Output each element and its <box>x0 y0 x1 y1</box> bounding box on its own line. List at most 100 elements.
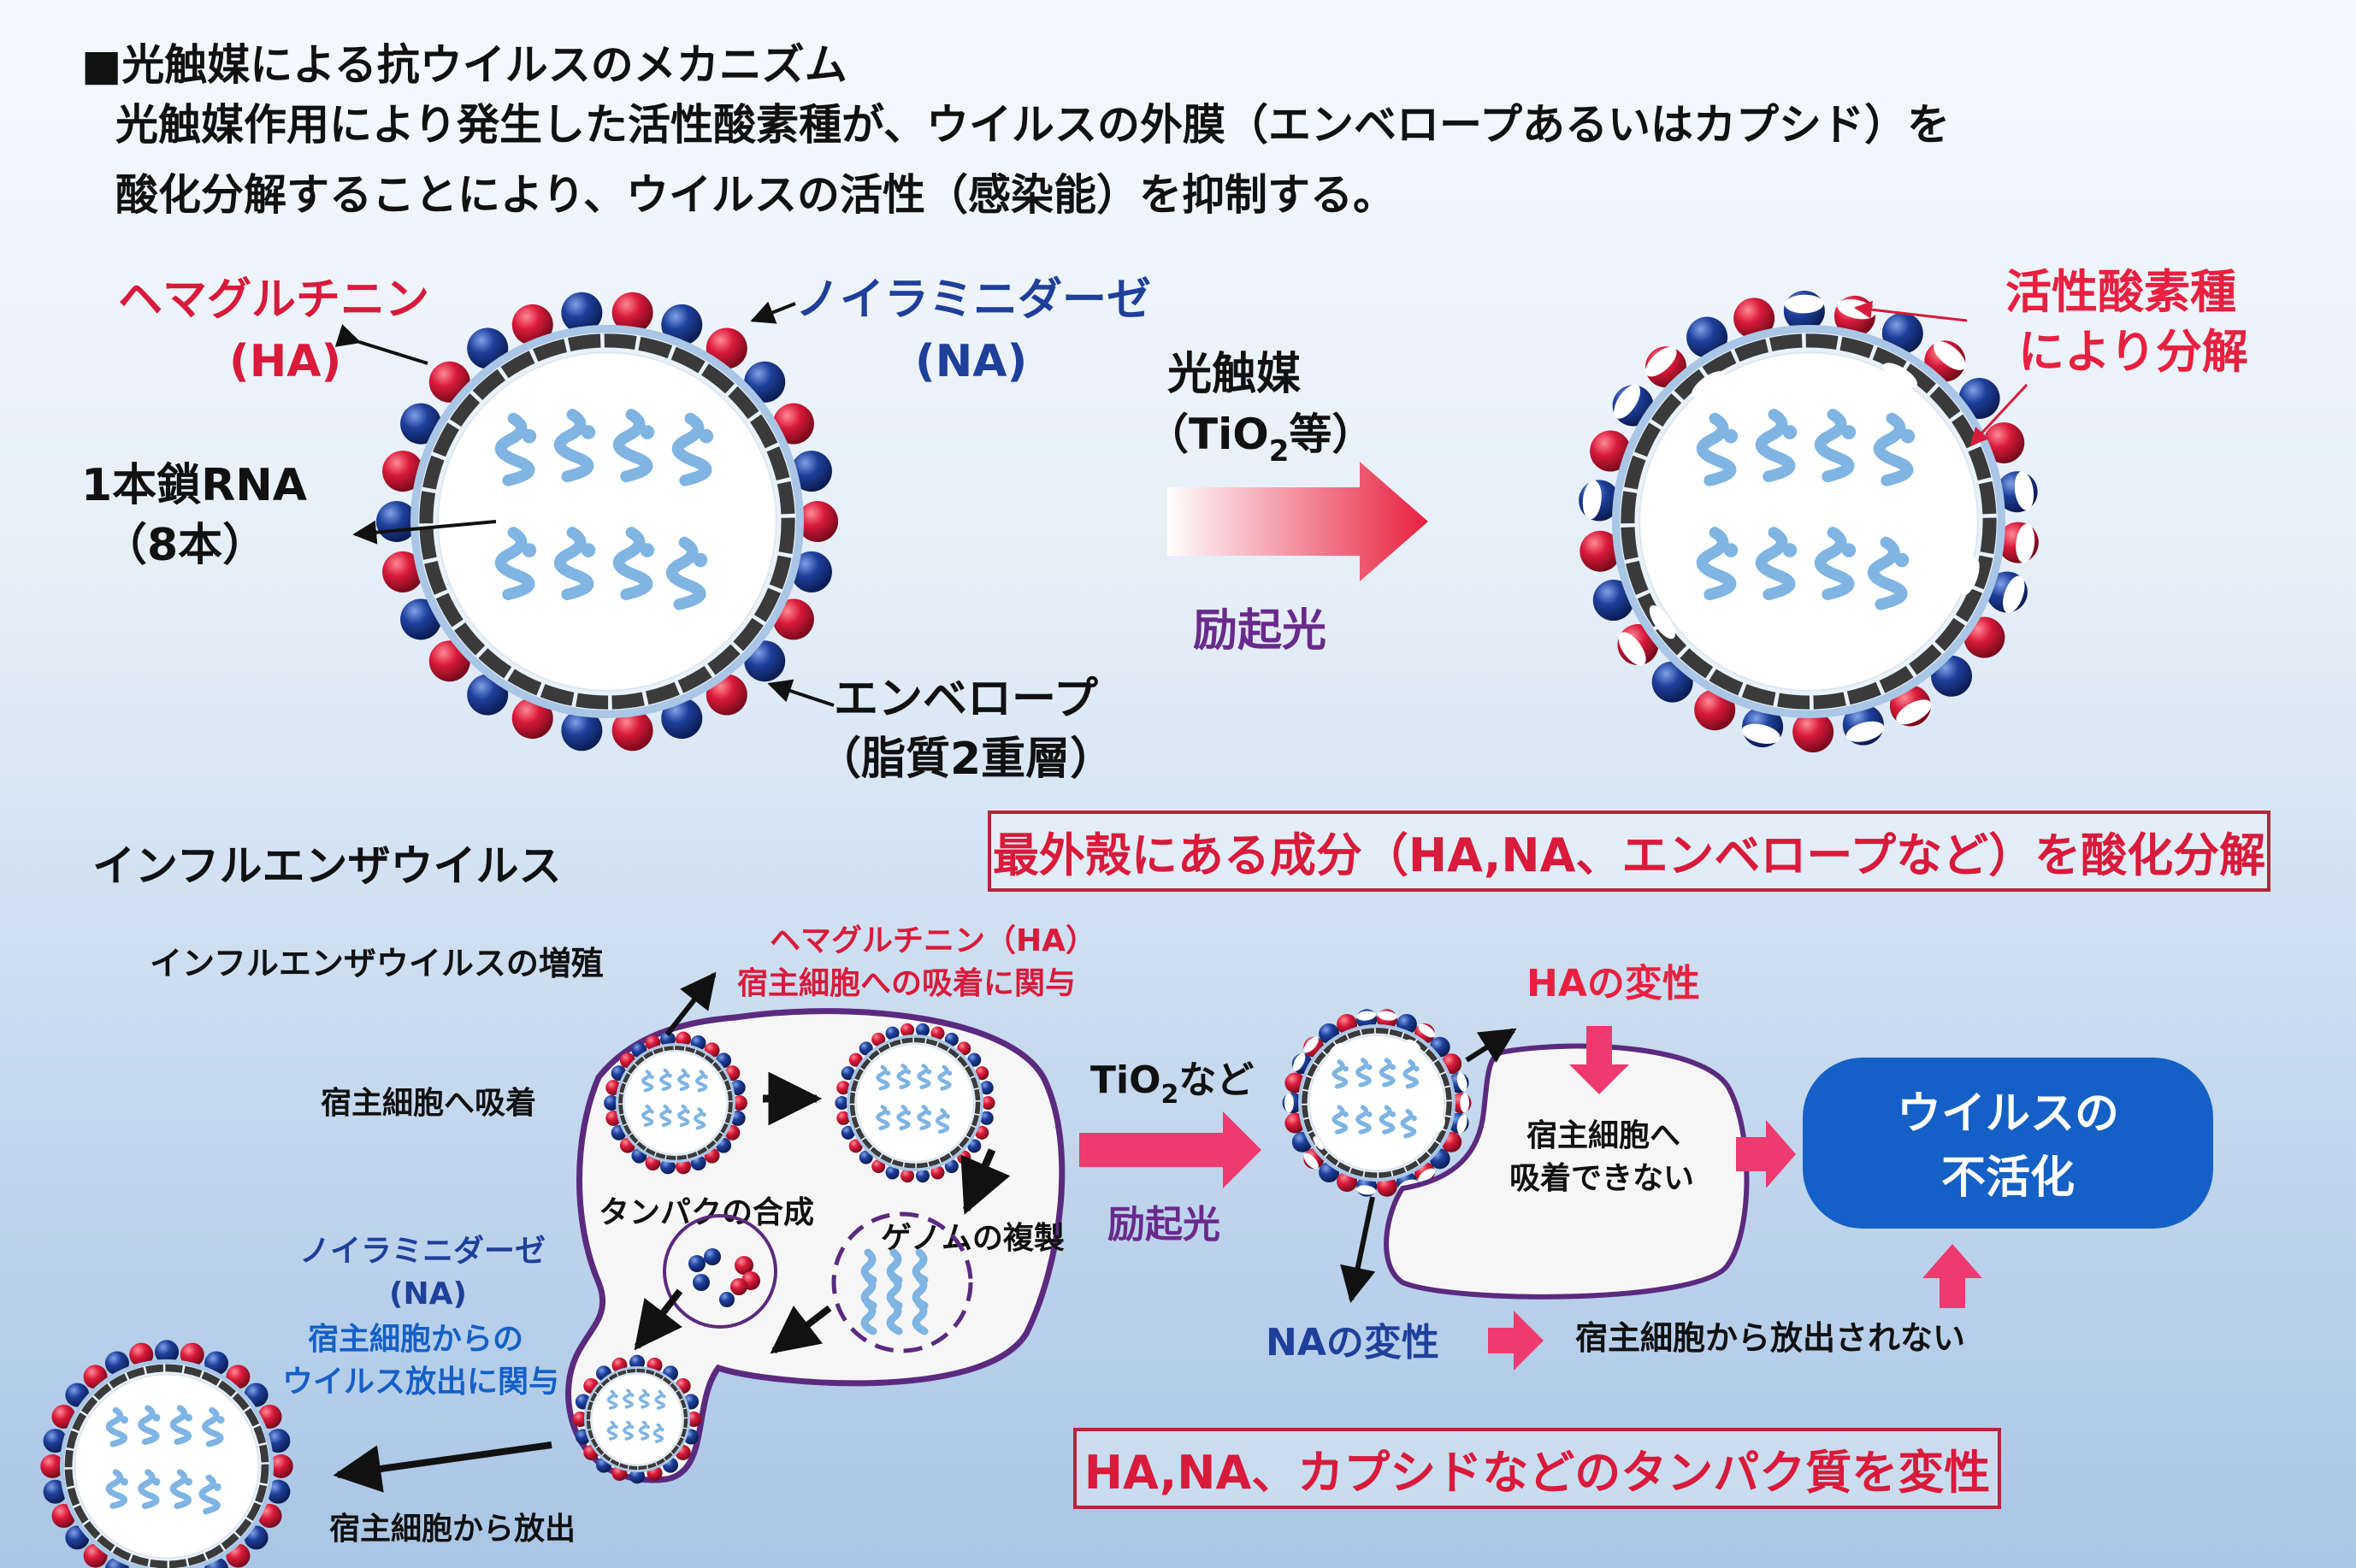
rna-node <box>1894 552 1910 568</box>
rna-node <box>693 552 708 568</box>
to-inactivation-arrow-2 <box>1922 1244 1982 1308</box>
rna-node <box>885 1070 891 1076</box>
na-spike <box>561 710 603 752</box>
rna-node <box>1366 1111 1373 1117</box>
na-spike <box>841 1125 855 1140</box>
rna-node <box>662 1394 666 1399</box>
ha-spike <box>1590 430 1632 472</box>
rna-node <box>522 543 537 557</box>
rna-strand <box>659 1068 672 1092</box>
ros-damage-mark <box>1741 723 1780 744</box>
rna-strand <box>896 1064 911 1090</box>
na-spike <box>944 1032 959 1046</box>
rna-node <box>947 1070 953 1076</box>
rna-strand <box>638 1420 650 1441</box>
na-spike <box>629 1468 645 1484</box>
rna-node <box>1841 543 1857 557</box>
rna-strand <box>860 1300 877 1335</box>
rna-strand <box>652 1423 664 1443</box>
rna-node <box>906 1069 912 1075</box>
ros-damage-mark <box>1618 632 1646 666</box>
catalyst-label: 光触媒 <box>1167 349 1302 400</box>
ha-abbr: (HA) <box>229 336 341 387</box>
virus-interior <box>1639 351 1979 692</box>
ros-damage-mark <box>1456 1072 1467 1092</box>
ha-spike <box>930 1165 945 1180</box>
na-spike <box>967 1139 982 1153</box>
ros-damage-mark <box>1784 294 1824 314</box>
rna-node <box>185 1477 192 1486</box>
rna-strand <box>606 1420 618 1441</box>
envelope-pointer <box>767 679 835 707</box>
na-spike <box>790 551 832 592</box>
rna-count: （8本） <box>103 520 267 571</box>
na-blocked-arrow <box>1340 1196 1376 1304</box>
envelope-break <box>1959 557 1980 596</box>
rna-strand <box>606 1389 618 1410</box>
ha-spike <box>1694 689 1736 731</box>
rna-node <box>685 1073 690 1078</box>
na-denature-arrow <box>1488 1311 1544 1371</box>
rna-node <box>646 1393 650 1398</box>
rna-strand <box>169 1469 192 1510</box>
ros-pointer-2 <box>1969 383 2028 446</box>
rna-strand <box>641 1070 654 1093</box>
envelope-break <box>1437 1117 1445 1133</box>
rna-strand <box>553 409 594 483</box>
na-spike <box>885 1026 900 1040</box>
tio2-label: TiO2など <box>1090 1058 1254 1110</box>
rna-strand <box>1332 1105 1349 1135</box>
ros-damage-mark <box>1896 699 1932 725</box>
envelope-lipid-bilayer <box>586 1368 688 1471</box>
ha-spike <box>981 1096 995 1110</box>
ha-denature-label: HAの変性 <box>1526 962 1700 1005</box>
rna-strand <box>1755 409 1796 483</box>
catalyst-sub: （TiO2等） <box>1146 410 1374 469</box>
rna-strand <box>1332 1059 1349 1089</box>
rna-node <box>685 1109 690 1114</box>
ha-spike <box>975 1066 989 1081</box>
rna-strand <box>876 1105 890 1131</box>
rna-node <box>640 543 655 557</box>
envelope-break <box>1882 363 1918 388</box>
na-spike <box>835 1096 849 1110</box>
influenza-virus-degraded <box>1579 290 2039 753</box>
rna-strand <box>659 1104 672 1128</box>
rna-node <box>945 1113 950 1119</box>
genome-vesicle <box>831 1211 973 1353</box>
ha-spike <box>731 1095 747 1111</box>
rna-strand <box>641 1104 654 1128</box>
na-spike <box>915 1023 930 1037</box>
rna-strand <box>1696 412 1737 486</box>
ha-pointer <box>334 324 428 365</box>
ha-spike <box>611 710 653 752</box>
envelope-break <box>1406 1039 1420 1050</box>
release-label: 宿主細胞から放出 <box>329 1512 576 1547</box>
virus-interior <box>855 1043 975 1163</box>
rna-node <box>1366 1064 1373 1070</box>
na-label-bottom: ノイラミニダーゼ <box>299 1234 546 1269</box>
ha-spike <box>848 1139 863 1153</box>
summary-box-bottom: HA,NA、カプシドなどのタンパク質を変性 <box>1073 1428 2001 1509</box>
ha-spike <box>975 1125 989 1140</box>
envelope-sub: （脂質2重層） <box>817 734 1114 785</box>
rna-strand <box>677 1104 690 1128</box>
ha-spike <box>676 1158 692 1175</box>
rna-node <box>1390 1064 1396 1070</box>
envelope-lipid-bilayer <box>419 333 795 710</box>
rna-label: 1本鎖RNA <box>81 460 307 511</box>
na-spike <box>944 1159 959 1174</box>
rna-strand <box>198 1474 221 1515</box>
ha-spike <box>572 1412 588 1427</box>
ha-blocked-arrow <box>1465 1028 1517 1064</box>
ha-spike <box>900 1023 915 1037</box>
virus-entering <box>835 1023 995 1183</box>
rna-strand <box>671 412 712 486</box>
na-spike <box>915 1169 930 1183</box>
inactivation-badge <box>1803 1058 2213 1229</box>
rna-node <box>926 1069 932 1075</box>
rna-node <box>699 428 714 444</box>
na-label: ノイラミニダーゼ <box>795 274 1151 326</box>
rna-node <box>1343 1065 1349 1072</box>
